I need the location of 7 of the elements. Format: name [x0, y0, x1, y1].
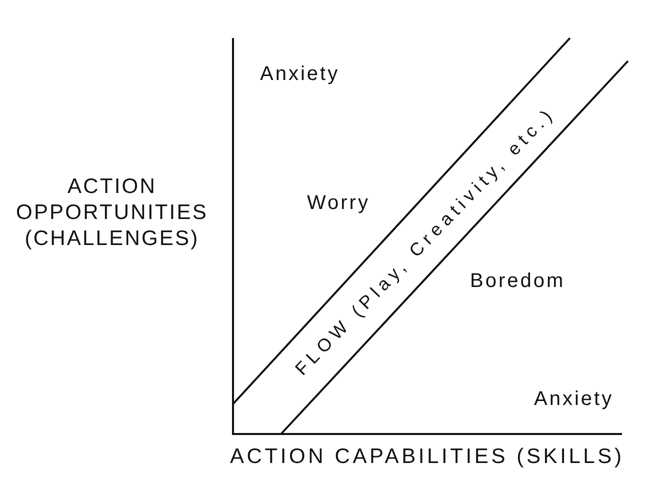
axis-title: ACTION CAPABILITIES (SKILLS)	[230, 446, 624, 467]
flow-channel-band	[232, 37, 629, 435]
region-label: Anxiety	[534, 389, 614, 409]
axis-title: ACTION OPPORTUNITIES (CHALLENGES)	[15, 174, 209, 252]
region-label: Worry	[307, 193, 370, 213]
region-label: Boredom	[470, 271, 566, 291]
region-label: Anxiety	[260, 64, 340, 84]
